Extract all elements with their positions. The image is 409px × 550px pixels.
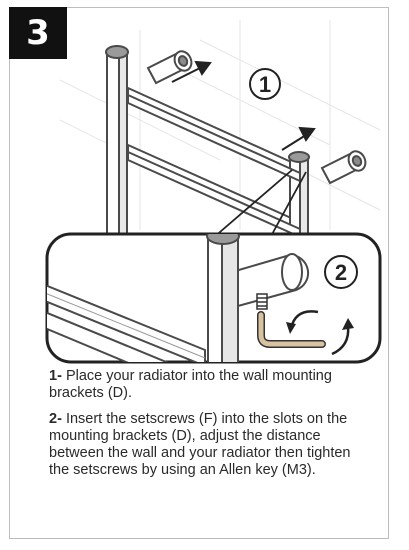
detail-panel: 2 — [45, 232, 382, 364]
instruction-item: 2- Insert the setscrews (F) into the slo… — [49, 411, 369, 479]
rotate-arrow-right-icon — [331, 318, 354, 356]
step-number-badge: 3 — [9, 7, 67, 59]
arrow-upper-icon — [171, 60, 212, 83]
zoom-leader-lines — [212, 169, 307, 239]
bracket-upper — [146, 50, 193, 85]
radiator-frame — [105, 45, 310, 241]
instruction-text: Place your radiator into the wall mounti… — [49, 368, 332, 401]
instruction-list: 1- Place your radiator into the wall mou… — [49, 368, 369, 488]
instruction-number: 2- — [49, 411, 62, 427]
instruction-number: 1- — [49, 368, 62, 384]
callout-one: 1 — [249, 68, 281, 100]
arrow-lower-icon — [281, 126, 316, 151]
callout-two: 2 — [324, 255, 358, 289]
callout-two-label: 2 — [335, 260, 347, 285]
bracket-lower — [320, 150, 367, 185]
allen-key-icon — [257, 311, 326, 348]
rotate-arrow-left-icon — [286, 310, 319, 334]
setscrew-icon — [256, 293, 268, 310]
instruction-text: Insert the setscrews (F) into the slots … — [49, 411, 351, 478]
instruction-item: 1- Place your radiator into the wall mou… — [49, 368, 369, 402]
callout-one-label: 1 — [259, 72, 271, 97]
